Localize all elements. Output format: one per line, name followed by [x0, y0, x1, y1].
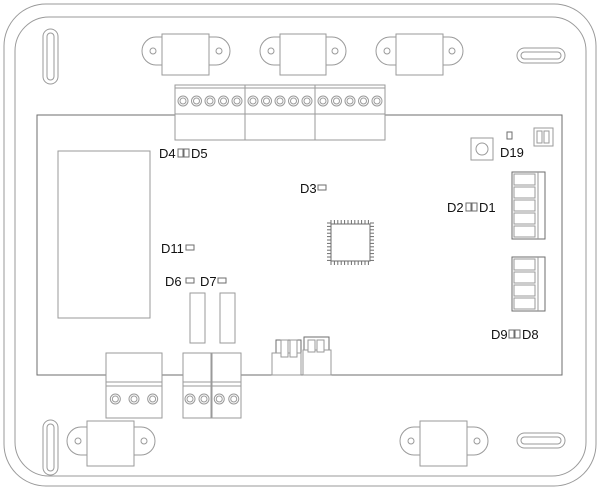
dip-switch — [533, 127, 554, 147]
terminal-screw-inner — [263, 97, 270, 105]
connector-pin-slot — [513, 271, 536, 284]
terminal-screw-inner — [333, 97, 340, 105]
slot-bottom-right — [516, 432, 566, 449]
label-d19: D19 — [500, 145, 524, 160]
terminal-screw-inner — [215, 395, 223, 403]
connector-pin-slot — [513, 212, 536, 225]
connector-pin-slot — [513, 225, 536, 238]
connector-2pin-2 — [302, 336, 332, 376]
label-d7: D7 — [200, 274, 217, 289]
connector-pin-slot — [513, 297, 536, 310]
label-d1: D1 — [479, 200, 496, 215]
terminal-screw-inner — [193, 97, 200, 105]
label-d5: D5 — [191, 146, 208, 161]
terminal-block — [244, 84, 316, 141]
connector-right-4pin — [511, 256, 546, 312]
relay-1 — [189, 292, 206, 344]
label-d2: D2 — [447, 200, 464, 215]
slot-top-right — [516, 47, 566, 64]
led-d11: D11 — [161, 241, 195, 256]
terminal-screw-inner — [149, 395, 157, 403]
led-d9-d8: D9 D8 — [491, 327, 539, 342]
terminal-screw-inner — [206, 97, 214, 105]
push-button — [470, 137, 494, 161]
connector-pin-slot — [513, 284, 536, 297]
relay-2 — [219, 292, 236, 344]
mounting-tab-top-2 — [259, 33, 347, 76]
label-d8: D8 — [522, 327, 539, 342]
terminal-screw-inner — [346, 97, 354, 105]
led-d3: D3 — [300, 181, 327, 196]
led-d2-d1: D2 D1 — [447, 200, 496, 215]
terminal-block — [314, 84, 386, 141]
terminal-screw-inner — [179, 97, 187, 105]
label-d6: D6 — [165, 274, 182, 289]
terminal-screw-inner — [373, 97, 381, 105]
mounting-tab-bottom-left — [66, 420, 156, 467]
terminal-screw-inner — [200, 395, 208, 403]
terminal-screw-inner — [249, 97, 257, 105]
chip-body — [330, 223, 371, 262]
terminal-screw-inner — [276, 97, 284, 105]
terminal-screw-inner — [186, 395, 194, 403]
label-d4: D4 — [159, 146, 176, 161]
terminal-blocks-top — [174, 84, 386, 141]
mounting-tab-top-3 — [375, 33, 464, 76]
connector-right-5pin — [511, 171, 546, 240]
terminal-screw-inner — [233, 97, 241, 105]
slot-top-left — [42, 28, 59, 85]
connector-pin-slot — [513, 186, 536, 199]
mounting-tab-bottom-right — [399, 420, 489, 467]
led-d4-d5: D4 D5 — [159, 146, 208, 161]
connector-pin-slot — [513, 258, 536, 271]
terminal-screw-inner — [111, 395, 119, 403]
terminal-screw-inner — [230, 395, 238, 403]
microcontroller-chip — [327, 220, 374, 265]
label-d11: D11 — [161, 241, 184, 256]
label-d3: D3 — [300, 181, 317, 196]
connector-2pin-1 — [271, 339, 302, 376]
led-d19 — [506, 131, 513, 140]
slot-bottom-left — [42, 419, 59, 476]
terminal-screw-inner — [303, 97, 311, 105]
terminal-blocks-bottom — [105, 352, 242, 419]
terminal-block — [174, 84, 246, 141]
mounting-tab-top-1 — [141, 33, 231, 76]
connector-pin-slot — [513, 173, 536, 186]
terminal-screw-inner — [290, 97, 297, 105]
terminal-screw-inner — [130, 395, 138, 403]
transformer-block — [57, 150, 151, 319]
label-d9: D9 — [491, 327, 508, 342]
terminal-screw-inner — [360, 97, 367, 105]
terminal-screw-inner — [319, 97, 327, 105]
connector-pin-slot — [513, 199, 536, 212]
led-d6-d7: D6 D7 — [165, 274, 227, 289]
terminal-screw-inner — [220, 97, 227, 105]
